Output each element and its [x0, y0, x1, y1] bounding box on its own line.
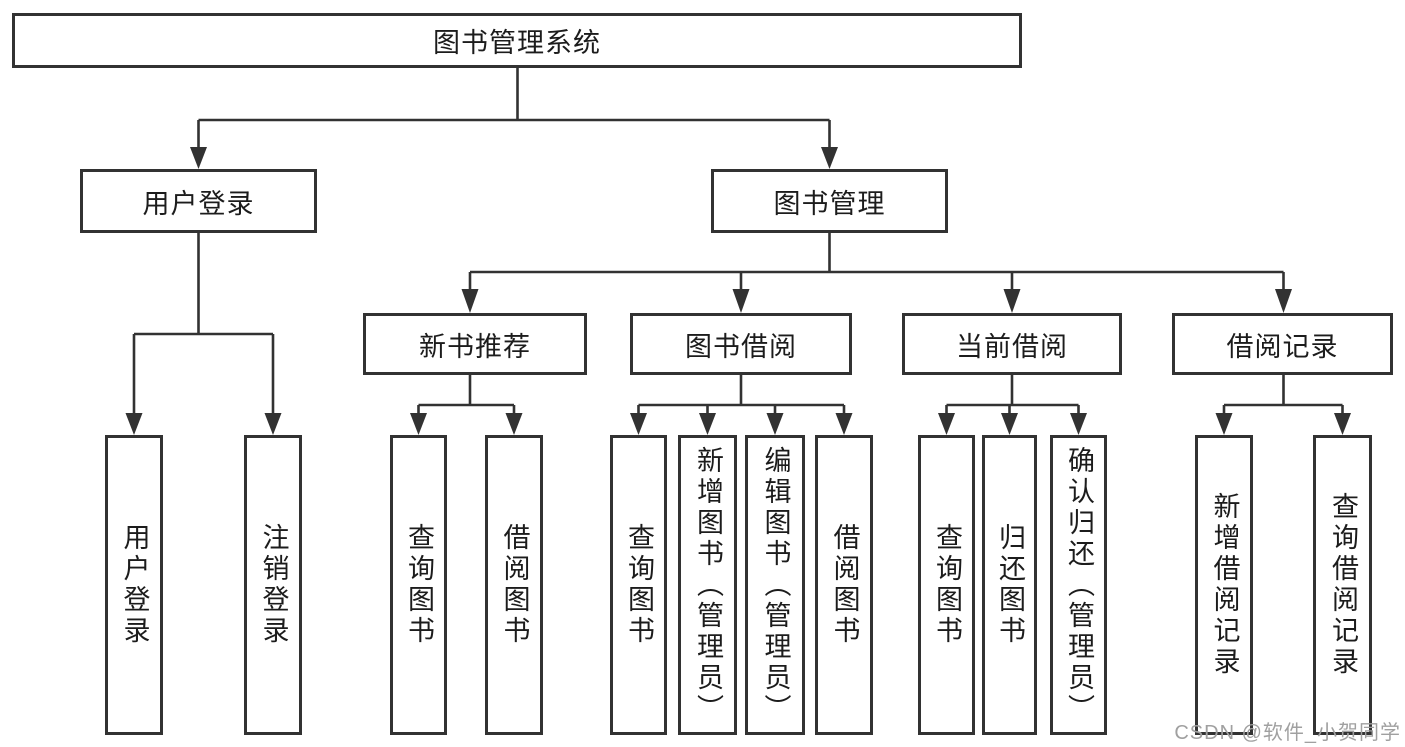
node-current-borrow-label: 当前借阅 — [956, 331, 1068, 362]
node-book-mgmt: 图书管理 — [711, 169, 948, 233]
leaf-user-login: 用户登录 — [105, 435, 163, 735]
node-user-login: 用户登录 — [80, 169, 317, 233]
leaf-newbooks-borrow-label: 借阅图书 — [499, 523, 530, 647]
connector-root — [190, 68, 838, 169]
node-user-login-label: 用户登录 — [142, 188, 255, 219]
leaf-records-add-label: 新增借阅记录 — [1209, 492, 1240, 678]
node-new-books-label: 新书推荐 — [419, 331, 531, 362]
node-current-borrow: 当前借阅 — [902, 313, 1122, 375]
leaf-borrow-edit-label: 编辑图书（管理员） — [760, 445, 791, 725]
leaf-newbooks-query: 查询图书 — [390, 435, 447, 735]
leaf-borrow-borrow: 借阅图书 — [815, 435, 873, 735]
leaf-borrow-query: 查询图书 — [610, 435, 667, 735]
connector-book-borrow — [630, 375, 853, 435]
node-book-borrow: 图书借阅 — [630, 313, 852, 375]
leaf-borrow-borrow-label: 借阅图书 — [829, 523, 860, 647]
connector-user-login — [125, 233, 282, 435]
connector-new-books — [410, 375, 523, 435]
node-root: 图书管理系统 — [12, 13, 1022, 68]
connector-borrow-records — [1215, 375, 1351, 435]
leaf-borrow-add-label: 新增图书（管理员） — [693, 445, 723, 725]
csdn-watermark: CSDN @软件_小贺同学 — [1174, 722, 1401, 744]
leaf-logout-label: 注销登录 — [258, 523, 289, 647]
leaf-current-query-label: 查询图书 — [932, 523, 962, 647]
leaf-records-add: 新增借阅记录 — [1195, 435, 1253, 735]
leaf-newbooks-query-label: 查询图书 — [404, 523, 434, 647]
node-borrow-records-label: 借阅记录 — [1226, 331, 1339, 362]
connector-book-mgmt — [461, 233, 1292, 313]
node-root-label: 图书管理系统 — [433, 28, 601, 58]
node-new-books: 新书推荐 — [363, 313, 587, 375]
leaf-current-confirm-label: 确认归还（管理员） — [1064, 445, 1094, 725]
leaf-records-query: 查询借阅记录 — [1313, 435, 1372, 735]
leaf-logout: 注销登录 — [244, 435, 302, 735]
leaf-current-query: 查询图书 — [918, 435, 975, 735]
leaf-borrow-add: 新增图书（管理员） — [678, 435, 737, 735]
node-book-borrow-label: 图书借阅 — [685, 331, 797, 362]
leaf-records-query-label: 查询借阅记录 — [1328, 492, 1358, 678]
leaf-borrow-query-label: 查询图书 — [624, 523, 654, 647]
leaf-borrow-edit: 编辑图书（管理员） — [745, 435, 805, 735]
leaf-current-return-label: 归还图书 — [995, 523, 1025, 647]
node-book-mgmt-label: 图书管理 — [773, 188, 886, 219]
leaf-user-login-label: 用户登录 — [119, 523, 150, 647]
leaf-newbooks-borrow: 借阅图书 — [485, 435, 543, 735]
connector-current-borrow — [938, 375, 1087, 435]
leaf-current-confirm: 确认归还（管理员） — [1050, 435, 1107, 735]
node-borrow-records: 借阅记录 — [1172, 313, 1393, 375]
leaf-current-return: 归还图书 — [982, 435, 1037, 735]
